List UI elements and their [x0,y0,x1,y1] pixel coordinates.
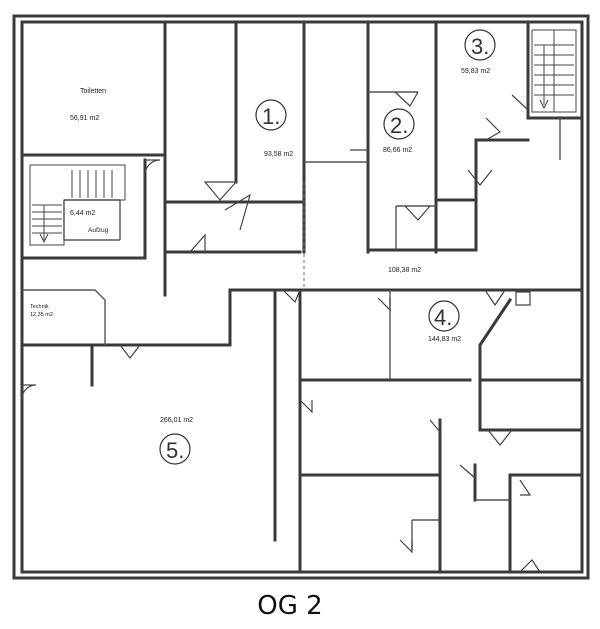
toiletten-area: 56,91 m2 [70,115,99,122]
technik-name: Technik [30,304,49,310]
unit-4-area: 144,83 m2 [428,336,461,343]
unit-3-area: 59,83 m2 [461,68,490,75]
technik-area: 12,35 m2 [30,312,53,318]
unit-5-area: 266,01 m2 [160,417,193,424]
left-stair [29,164,126,246]
door-swings [21,91,541,573]
room-labels: Toiletten 56,91 m2 6,44 m2 Aufzug Techni… [30,29,496,465]
floor-title: OG 2 [257,591,322,621]
unit-2-number: 2. [390,113,408,138]
aufzug-area: 6,44 m2 [70,210,95,217]
corridor-area: 108,38 m2 [388,267,421,274]
aufzug-name: Aufzug [88,227,109,234]
unit-3-number: 3. [471,34,489,59]
toiletten-name: Toiletten [80,88,106,95]
outer-walls [12,14,590,580]
interior-walls [20,20,584,574]
unit-2-area: 86,66 m2 [383,147,412,154]
unit-5-number: 5. [166,438,184,463]
unit-1-number: 1. [262,104,280,129]
right-stair [531,29,577,113]
unit-1-area: 93,58 m2 [264,151,293,158]
unit-4-number: 4. [434,305,452,330]
